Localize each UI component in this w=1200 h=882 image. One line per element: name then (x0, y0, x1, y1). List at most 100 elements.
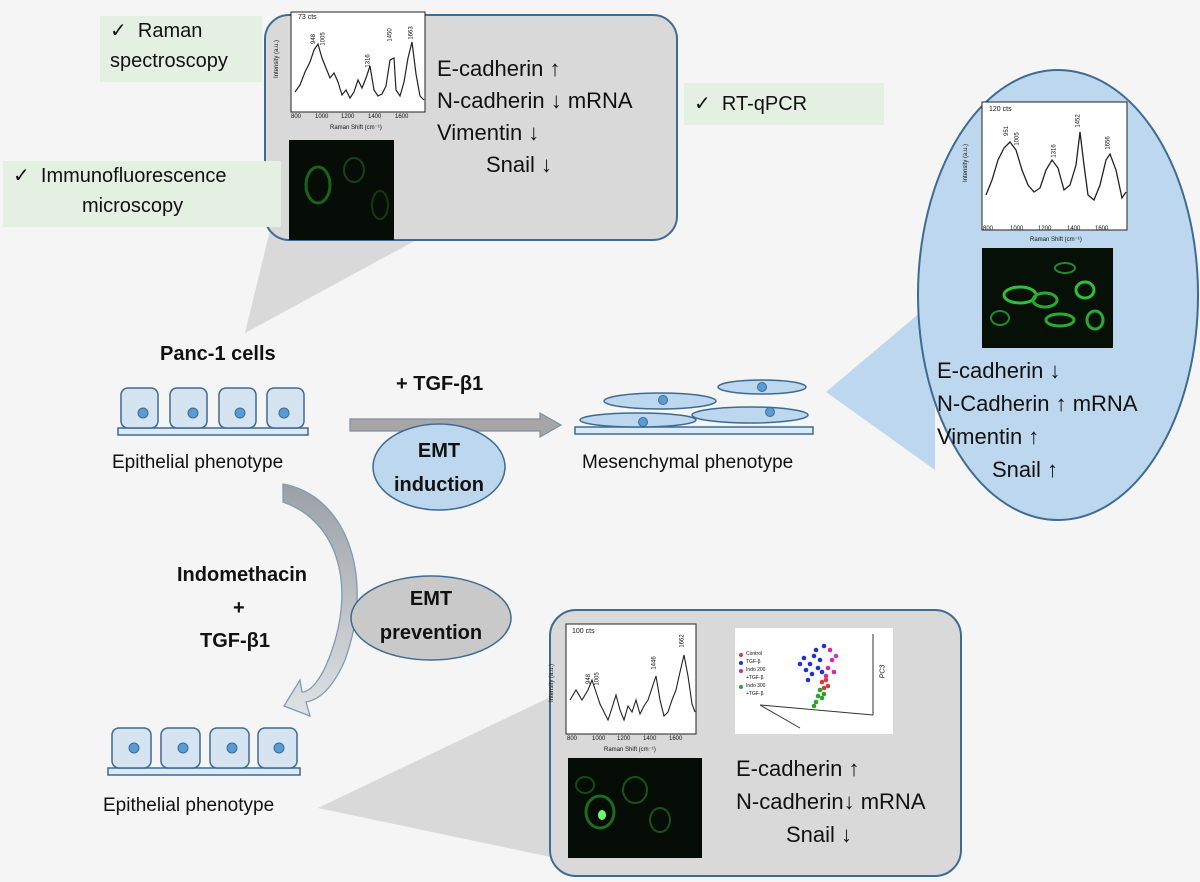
spectrum-right-tick: 1200 (1038, 226, 1052, 232)
check-icon: ✓ (110, 20, 127, 42)
spectrum-bottom-ylabel: Intensity (a.u.) (549, 663, 556, 703)
marker-right-3: Snail ↑ (992, 457, 1059, 482)
pca-point (815, 693, 821, 699)
spectrum-top-tick: 1600 (395, 114, 409, 120)
pca-point (819, 695, 825, 701)
spectrum-top-frame (290, 11, 426, 113)
pca-point (819, 669, 825, 675)
callout-right (826, 300, 935, 470)
spectrum-right-tick: 1000 (1010, 226, 1024, 232)
check-icon: ✓ (694, 93, 711, 115)
pca-point (817, 657, 823, 663)
marker-bottom-1: N-cadherin↓ mRNA (736, 789, 926, 814)
pca-point (817, 687, 823, 693)
pca-plot-frame (735, 628, 893, 734)
fluorescence-right (982, 248, 1113, 348)
tag-immuno: ✓ Immunofluorescence microscopy (3, 161, 281, 227)
epithelial-cells-bottom (107, 727, 301, 776)
spectrum-right-tick: 800 (983, 226, 994, 232)
tag-rtqpcr: ✓ RT-qPCR (684, 83, 884, 125)
pca-point (823, 673, 829, 679)
tag-raman: ✓ Raman spectroscopy (100, 16, 262, 82)
emt-induction-line1: EMT (417, 440, 461, 462)
pca-point (819, 679, 825, 685)
emt-prevention-line1: EMT (409, 588, 453, 610)
spectrum-bottom-tick: 1600 (669, 736, 683, 742)
pca-point (833, 653, 839, 659)
pca-point (823, 677, 829, 683)
marker-right-2: Vimentin ↑ (937, 424, 1040, 449)
tag-rtqpcr-label: RT-qPCR (721, 93, 808, 115)
spectrum-right-peak: 1656 (1105, 136, 1112, 150)
spectrum-right-ylabel: Intensity (a.u.) (963, 143, 970, 183)
pca-point (825, 683, 831, 689)
spectrum-right-scale: 120 cts (989, 106, 1012, 113)
spectrum-right-peak: 1005 (1014, 132, 1021, 146)
spectrum-top-peak: 1316 (365, 54, 372, 68)
spectrum-top-tick: 1200 (341, 114, 355, 120)
callout-top (245, 222, 420, 333)
epithelial-label-bottom: Epithelial phenotype (103, 795, 275, 816)
marker-bottom-2: Snail ↓ (786, 822, 853, 847)
pca-point (803, 667, 809, 673)
pca-legend-item: Indo 200 (746, 667, 766, 673)
tag-raman-label-2: spectroscopy (110, 50, 228, 72)
pca-point (811, 653, 817, 659)
spectrum-right-peak: 1316 (1051, 144, 1058, 158)
pca-point (831, 669, 837, 675)
spectrum-top-ylabel: Intensity (a.u.) (274, 39, 281, 79)
emt-induction-ellipse (372, 423, 506, 511)
pca-point (801, 655, 807, 661)
tag-raman-label: Raman (137, 20, 203, 42)
pca-point (811, 703, 817, 709)
callout-bottom (318, 690, 565, 860)
fluor-cells-right (990, 262, 1105, 331)
pca-point (813, 699, 819, 705)
spectrum-top-peak: 1450 (387, 28, 394, 42)
pca-point (805, 677, 811, 683)
mesenchymal-label: Mesenchymal phenotype (582, 452, 794, 473)
check-icon: ✓ (13, 165, 30, 187)
spectrum-top-scale: 73 cts (298, 14, 317, 21)
tgf2-label: TGF-β1 (200, 630, 270, 652)
pca-axis-label: PC3 (879, 664, 887, 679)
emt-prevention-ellipse (350, 575, 512, 661)
spectrum-right-peak: 951 (1004, 125, 1011, 137)
marker-top-2: Vimentin ↓ (437, 120, 540, 145)
pca-legend-item: +TGF-β (746, 675, 764, 681)
spectrum-bottom-trace (569, 654, 696, 722)
marker-right-1: N-Cadherin ↑ mRNA (937, 391, 1138, 416)
spectrum-bottom-peak: 948 (586, 673, 593, 685)
spectrum-top-peak: 1663 (408, 26, 415, 40)
pca-point (797, 661, 803, 667)
marker-bottom-0: E-cadherin ↑ (736, 756, 860, 781)
pca-point (829, 657, 835, 663)
pca-axes (759, 634, 874, 729)
spectrum-bottom-tick: 1200 (617, 736, 631, 742)
pca-point (821, 691, 827, 697)
pca-point (807, 661, 813, 667)
epithelial-label-top: Epithelial phenotype (112, 452, 284, 473)
mesenchymal-cells (574, 379, 814, 435)
spectrum-top-tick: 1000 (315, 114, 329, 120)
spectrum-top-xlabel: Raman Shift (cm⁻¹) (330, 125, 382, 131)
pca-point (821, 685, 827, 691)
spectrum-top-trace (294, 41, 425, 101)
spectrum-top-peak: 1005 (320, 32, 327, 46)
spectrum-bottom-tick: 1400 (643, 736, 657, 742)
spectrum-bottom-peak: 1005 (594, 672, 601, 686)
spectrum-right-frame (981, 101, 1128, 231)
marker-top-1: N-cadherin ↓ mRNA (437, 88, 633, 113)
pca-points (797, 643, 839, 709)
spectrum-top-tick: 1400 (368, 114, 382, 120)
indomethacin-label: Indomethacin (177, 564, 308, 586)
fluorescence-bottom (568, 758, 702, 858)
spectrum-bottom-tick: 800 (567, 736, 578, 742)
tag-immuno-label: Immunofluorescence (40, 165, 227, 187)
spectrum-bottom-frame (565, 623, 697, 735)
pca-point (809, 671, 815, 677)
spectrum-bottom-tick: 1000 (592, 736, 606, 742)
marker-top-3: Snail ↓ (486, 152, 553, 177)
